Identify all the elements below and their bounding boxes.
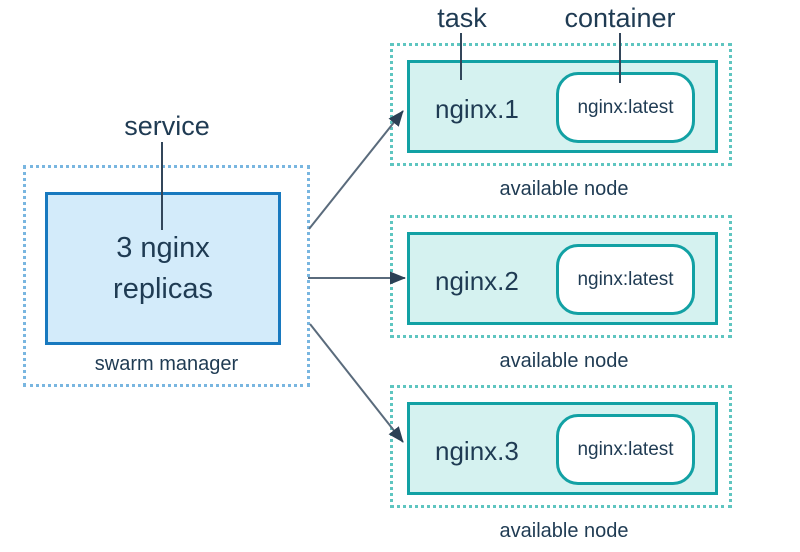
task-name-2: nginx.2 — [435, 266, 519, 296]
swarm-manager-dotted-boundary — [23, 165, 310, 387]
task-box-2: nginx.2 nginx:latest — [407, 232, 718, 325]
task-box-3: nginx.3 nginx:latest — [407, 402, 718, 495]
container-pill-2: nginx:latest — [556, 244, 695, 315]
container-pill-3: nginx:latest — [556, 414, 695, 485]
task-box-1: nginx.1 nginx:latest — [407, 60, 718, 153]
task-name-3: nginx.3 — [435, 436, 519, 466]
container-label: container — [564, 3, 676, 33]
service-box: 3 nginx replicas — [45, 192, 281, 345]
service-label: service — [124, 111, 210, 141]
available-node-1: nginx.1 nginx:latest available node — [390, 43, 732, 200]
available-node-3: nginx.3 nginx:latest available node — [390, 385, 732, 542]
available-node-caption-3: available node — [499, 520, 629, 542]
available-node-caption-1: available node — [499, 178, 629, 200]
service-box-text: 3 nginx replicas — [113, 231, 213, 305]
available-node-2: nginx.2 nginx:latest available node — [390, 215, 732, 372]
swarm-manager-caption: swarm manager — [94, 353, 239, 375]
task-label: task — [437, 3, 487, 33]
task-name-1: nginx.1 — [435, 94, 519, 124]
available-node-caption-2: available node — [499, 350, 629, 372]
container-pill-1: nginx:latest — [556, 72, 695, 143]
arrow-to-node-1 — [308, 110, 404, 230]
